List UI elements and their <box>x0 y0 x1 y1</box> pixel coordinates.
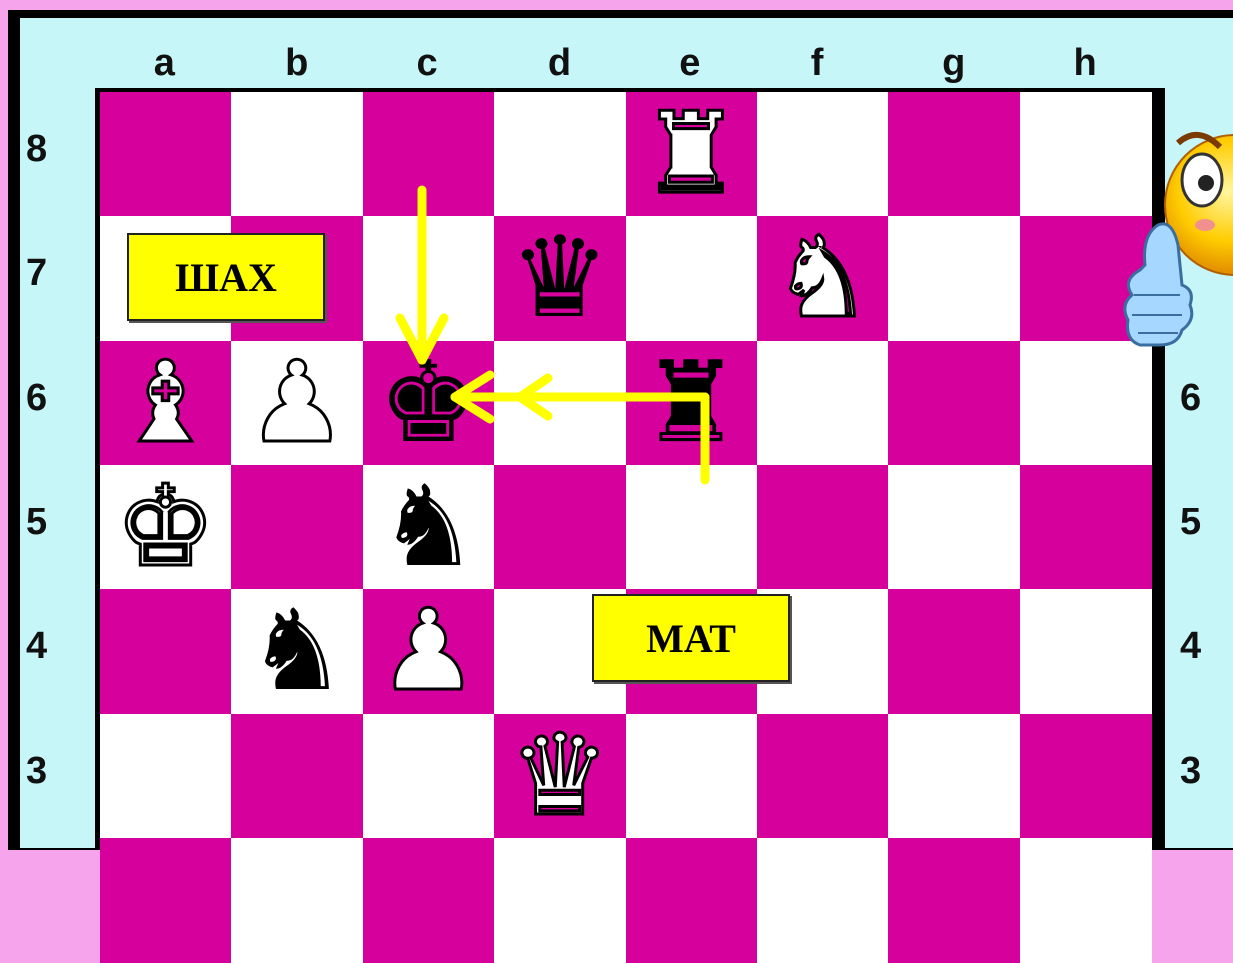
square-g2[interactable] <box>888 838 1020 963</box>
square-f2[interactable] <box>757 838 889 963</box>
thumbs-up-smiley-icon <box>1120 95 1233 355</box>
square-e2[interactable] <box>626 838 758 963</box>
square-a2[interactable] <box>100 838 232 963</box>
check-label: ШАХ <box>127 233 325 321</box>
square-h2[interactable] <box>1020 838 1152 963</box>
square-c2[interactable] <box>363 838 495 963</box>
square-b2[interactable] <box>231 838 363 963</box>
mate-label: МАТ <box>592 594 790 682</box>
square-d2[interactable] <box>494 838 626 963</box>
move-arrows <box>0 0 1233 835</box>
